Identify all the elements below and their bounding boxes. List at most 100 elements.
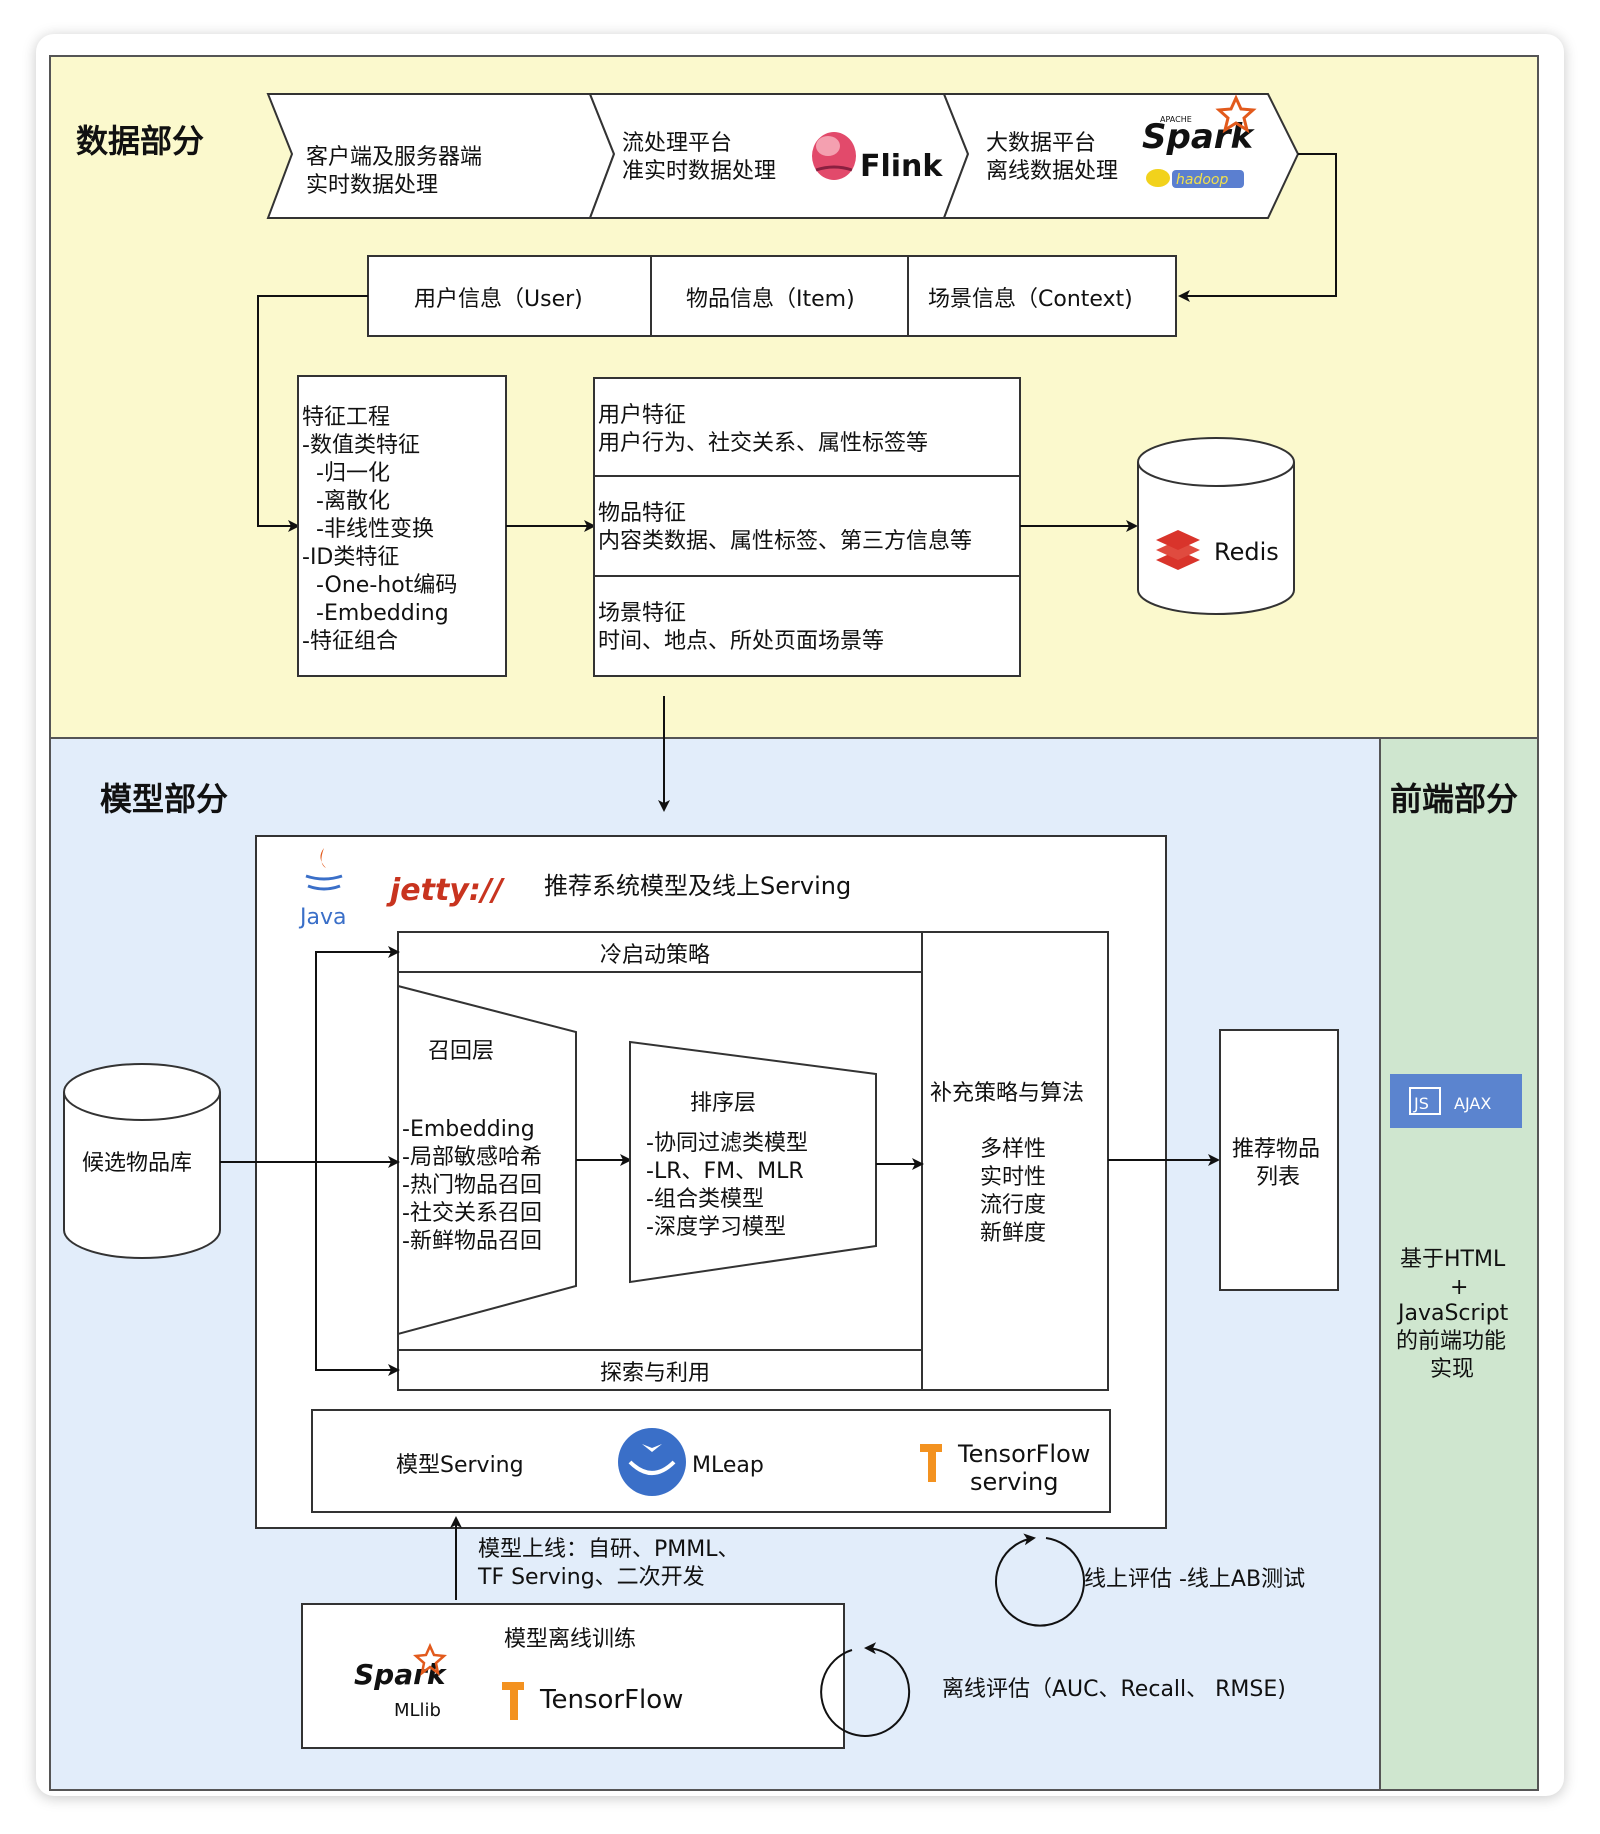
recall-item-0: -Embedding: [402, 1117, 535, 1142]
fe-line-2: -归一化: [316, 461, 390, 486]
candidate-db-label: 候选物品库: [82, 1151, 192, 1176]
flink-logo-icon: [812, 132, 856, 180]
explore-label: 探索与利用: [600, 1361, 710, 1386]
info-user: 用户信息（User): [414, 287, 583, 312]
cold-start-label: 冷启动策略: [600, 943, 710, 968]
rank-layer: [629, 1040, 877, 1284]
offline-mllib-label: MLlib: [394, 1700, 441, 1721]
jetty-logo: jetty://: [386, 873, 506, 908]
item-feature-title: 物品特征: [598, 501, 686, 526]
recall-layer: [397, 984, 577, 1336]
candidate-database: [63, 1063, 221, 1259]
branch-to-explore-arrow: [315, 1162, 400, 1376]
hadoop-logo-icon: [1146, 169, 1244, 188]
java-label: Java: [298, 905, 346, 930]
feature-engineering-box: [297, 375, 507, 677]
js-label: JS: [1413, 1094, 1429, 1113]
offline-tensorflow-label: TensorFlow: [539, 1685, 683, 1715]
recall-item-4: -新鲜物品召回: [402, 1229, 542, 1254]
data-section-title: 数据部分: [76, 122, 204, 160]
redis-database: [1137, 437, 1295, 615]
fe-line-6: -One-hot编码: [316, 573, 457, 598]
result-list-line1: 推荐物品: [1232, 1137, 1320, 1162]
deploy-line1: 模型上线：自研、PMML、: [478, 1537, 740, 1562]
frontend-section: [1379, 737, 1539, 1791]
offline-spark-logo: Spark: [354, 1658, 448, 1691]
stage1-line2: 实时数据处理: [306, 173, 438, 198]
online-eval-label: 线上评估 -线上AB测试: [1084, 1567, 1305, 1592]
pipeline-to-context-arrow: [1178, 153, 1337, 302]
spark-apache-label: APACHE: [1160, 115, 1192, 124]
supplement-item-1: 实时性: [980, 1165, 1046, 1190]
info-context: 场景信息（Context): [928, 287, 1133, 312]
fe-line-7: -Embedding: [316, 601, 449, 626]
rank-title: 排序层: [690, 1091, 756, 1116]
stage3-line2: 离线数据处理: [986, 159, 1118, 184]
rank-item-3: -深度学习模型: [646, 1215, 786, 1240]
mleap-logo-icon: [618, 1428, 686, 1496]
fe-line-3: -离散化: [316, 489, 390, 514]
stage1-line1: 客户端及服务器端: [306, 145, 482, 170]
supplement-item-2: 流行度: [980, 1193, 1046, 1218]
stage2-line1: 流处理平台: [622, 131, 732, 156]
java-logo-icon: [305, 848, 343, 891]
recall-title: 召回层: [428, 1039, 494, 1064]
hadoop-logo-text: hadoop: [1176, 172, 1228, 188]
redis-logo-icon: [1156, 530, 1200, 570]
tf-serving-line2: serving: [970, 1468, 1058, 1496]
stage3-line1: 大数据平台: [986, 131, 1096, 156]
frontend-line-1: +: [1450, 1275, 1468, 1300]
offline-eval-loop: [820, 1642, 911, 1737]
recall-item-2: -热门物品召回: [402, 1173, 542, 1198]
fe-line-0: 特征工程: [302, 405, 390, 430]
info-item: 物品信息（Item): [686, 287, 855, 312]
rank-item-0: -协同过滤类模型: [646, 1131, 808, 1156]
item-feature-desc: 内容类数据、属性标签、第三方信息等: [598, 529, 972, 554]
online-eval-loop: [995, 1533, 1085, 1627]
user-feature-desc: 用户行为、社交关系、属性标签等: [598, 431, 928, 456]
model-serving-label: 模型Serving: [396, 1453, 524, 1478]
supplement-title: 补充策略与算法: [930, 1081, 1084, 1106]
offline-training-box: [301, 1603, 845, 1749]
frontend-line-2: JavaScript: [1396, 1301, 1509, 1326]
result-list-box: [1219, 1029, 1339, 1291]
fe-line-4: -非线性变换: [316, 517, 434, 542]
branch-to-cold-start-arrow: [315, 946, 400, 1162]
ajax-label: AJAX: [1454, 1094, 1491, 1113]
stage2-line2: 准实时数据处理: [622, 159, 776, 184]
context-feature-desc: 时间、地点、所处页面场景等: [598, 629, 884, 654]
offline-spark-star-icon: [413, 1642, 447, 1676]
tf-serving-line1: TensorFlow: [957, 1440, 1090, 1468]
fe-line-8: -特征组合: [302, 629, 398, 654]
model-serving-box: [311, 1409, 1111, 1513]
spark-star-icon: [1215, 94, 1257, 134]
redis-label: Redis: [1214, 538, 1279, 566]
result-list-line2: 列表: [1256, 1165, 1300, 1190]
supplement-item-0: 多样性: [980, 1137, 1046, 1162]
rank-item-1: -LR、FM、MLR: [646, 1159, 804, 1184]
frontend-line-3: 的前端功能: [1396, 1329, 1506, 1354]
context-feature-title: 场景特征: [598, 601, 686, 626]
deploy-line2: TF Serving、二次开发: [477, 1565, 705, 1590]
recall-item-1: -局部敏感哈希: [402, 1145, 542, 1170]
model-section-title: 模型部分: [100, 780, 228, 818]
tensorflow-icon: [502, 1682, 524, 1720]
supplement-item-3: 新鲜度: [980, 1221, 1046, 1246]
fe-line-5: -ID类特征: [302, 545, 399, 570]
offline-title: 模型离线训练: [504, 1627, 636, 1652]
frontend-line-0: 基于HTML: [1400, 1247, 1506, 1272]
user-feature-title: 用户特征: [598, 403, 686, 428]
frontend-section-title: 前端部分: [1390, 780, 1518, 818]
tensorflow-serving-icon: [920, 1444, 942, 1482]
frontend-line-4: 实现: [1430, 1357, 1474, 1382]
rank-item-2: -组合类模型: [646, 1187, 764, 1212]
recall-item-3: -社交关系召回: [402, 1201, 542, 1226]
mleap-label: MLeap: [692, 1453, 764, 1478]
info-box-row: [367, 255, 1177, 337]
info-to-feature-eng-arrow: [257, 295, 368, 532]
fe-line-1: -数值类特征: [302, 433, 420, 458]
serving-title: 推荐系统模型及线上Serving: [544, 872, 851, 900]
js-ajax-badge: [1390, 1074, 1522, 1128]
offline-eval-label: 离线评估（AUC、Recall、 RMSE): [942, 1677, 1286, 1702]
